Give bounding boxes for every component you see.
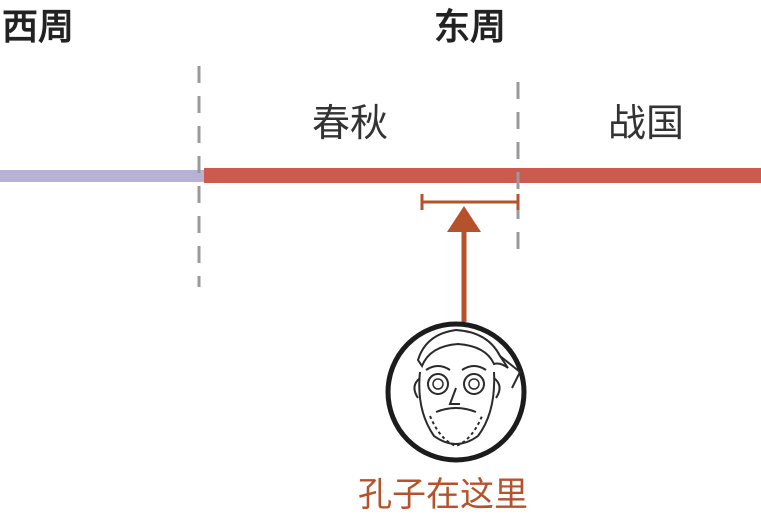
eastern-zhou-label: 东周 — [434, 7, 507, 48]
pointer-arrow — [447, 206, 481, 322]
confucius-caption: 孔子在这里 — [358, 475, 528, 515]
western-zhou-bar — [0, 170, 204, 182]
confucius-portrait-icon — [385, 321, 527, 463]
confucius-range-bracket — [420, 194, 520, 210]
warring-states-label: 战国 — [608, 101, 685, 145]
western-zhou-label: 西周 — [2, 7, 75, 48]
eastern-zhou-bar — [204, 168, 761, 183]
spring-autumn-label: 春秋 — [312, 101, 389, 145]
